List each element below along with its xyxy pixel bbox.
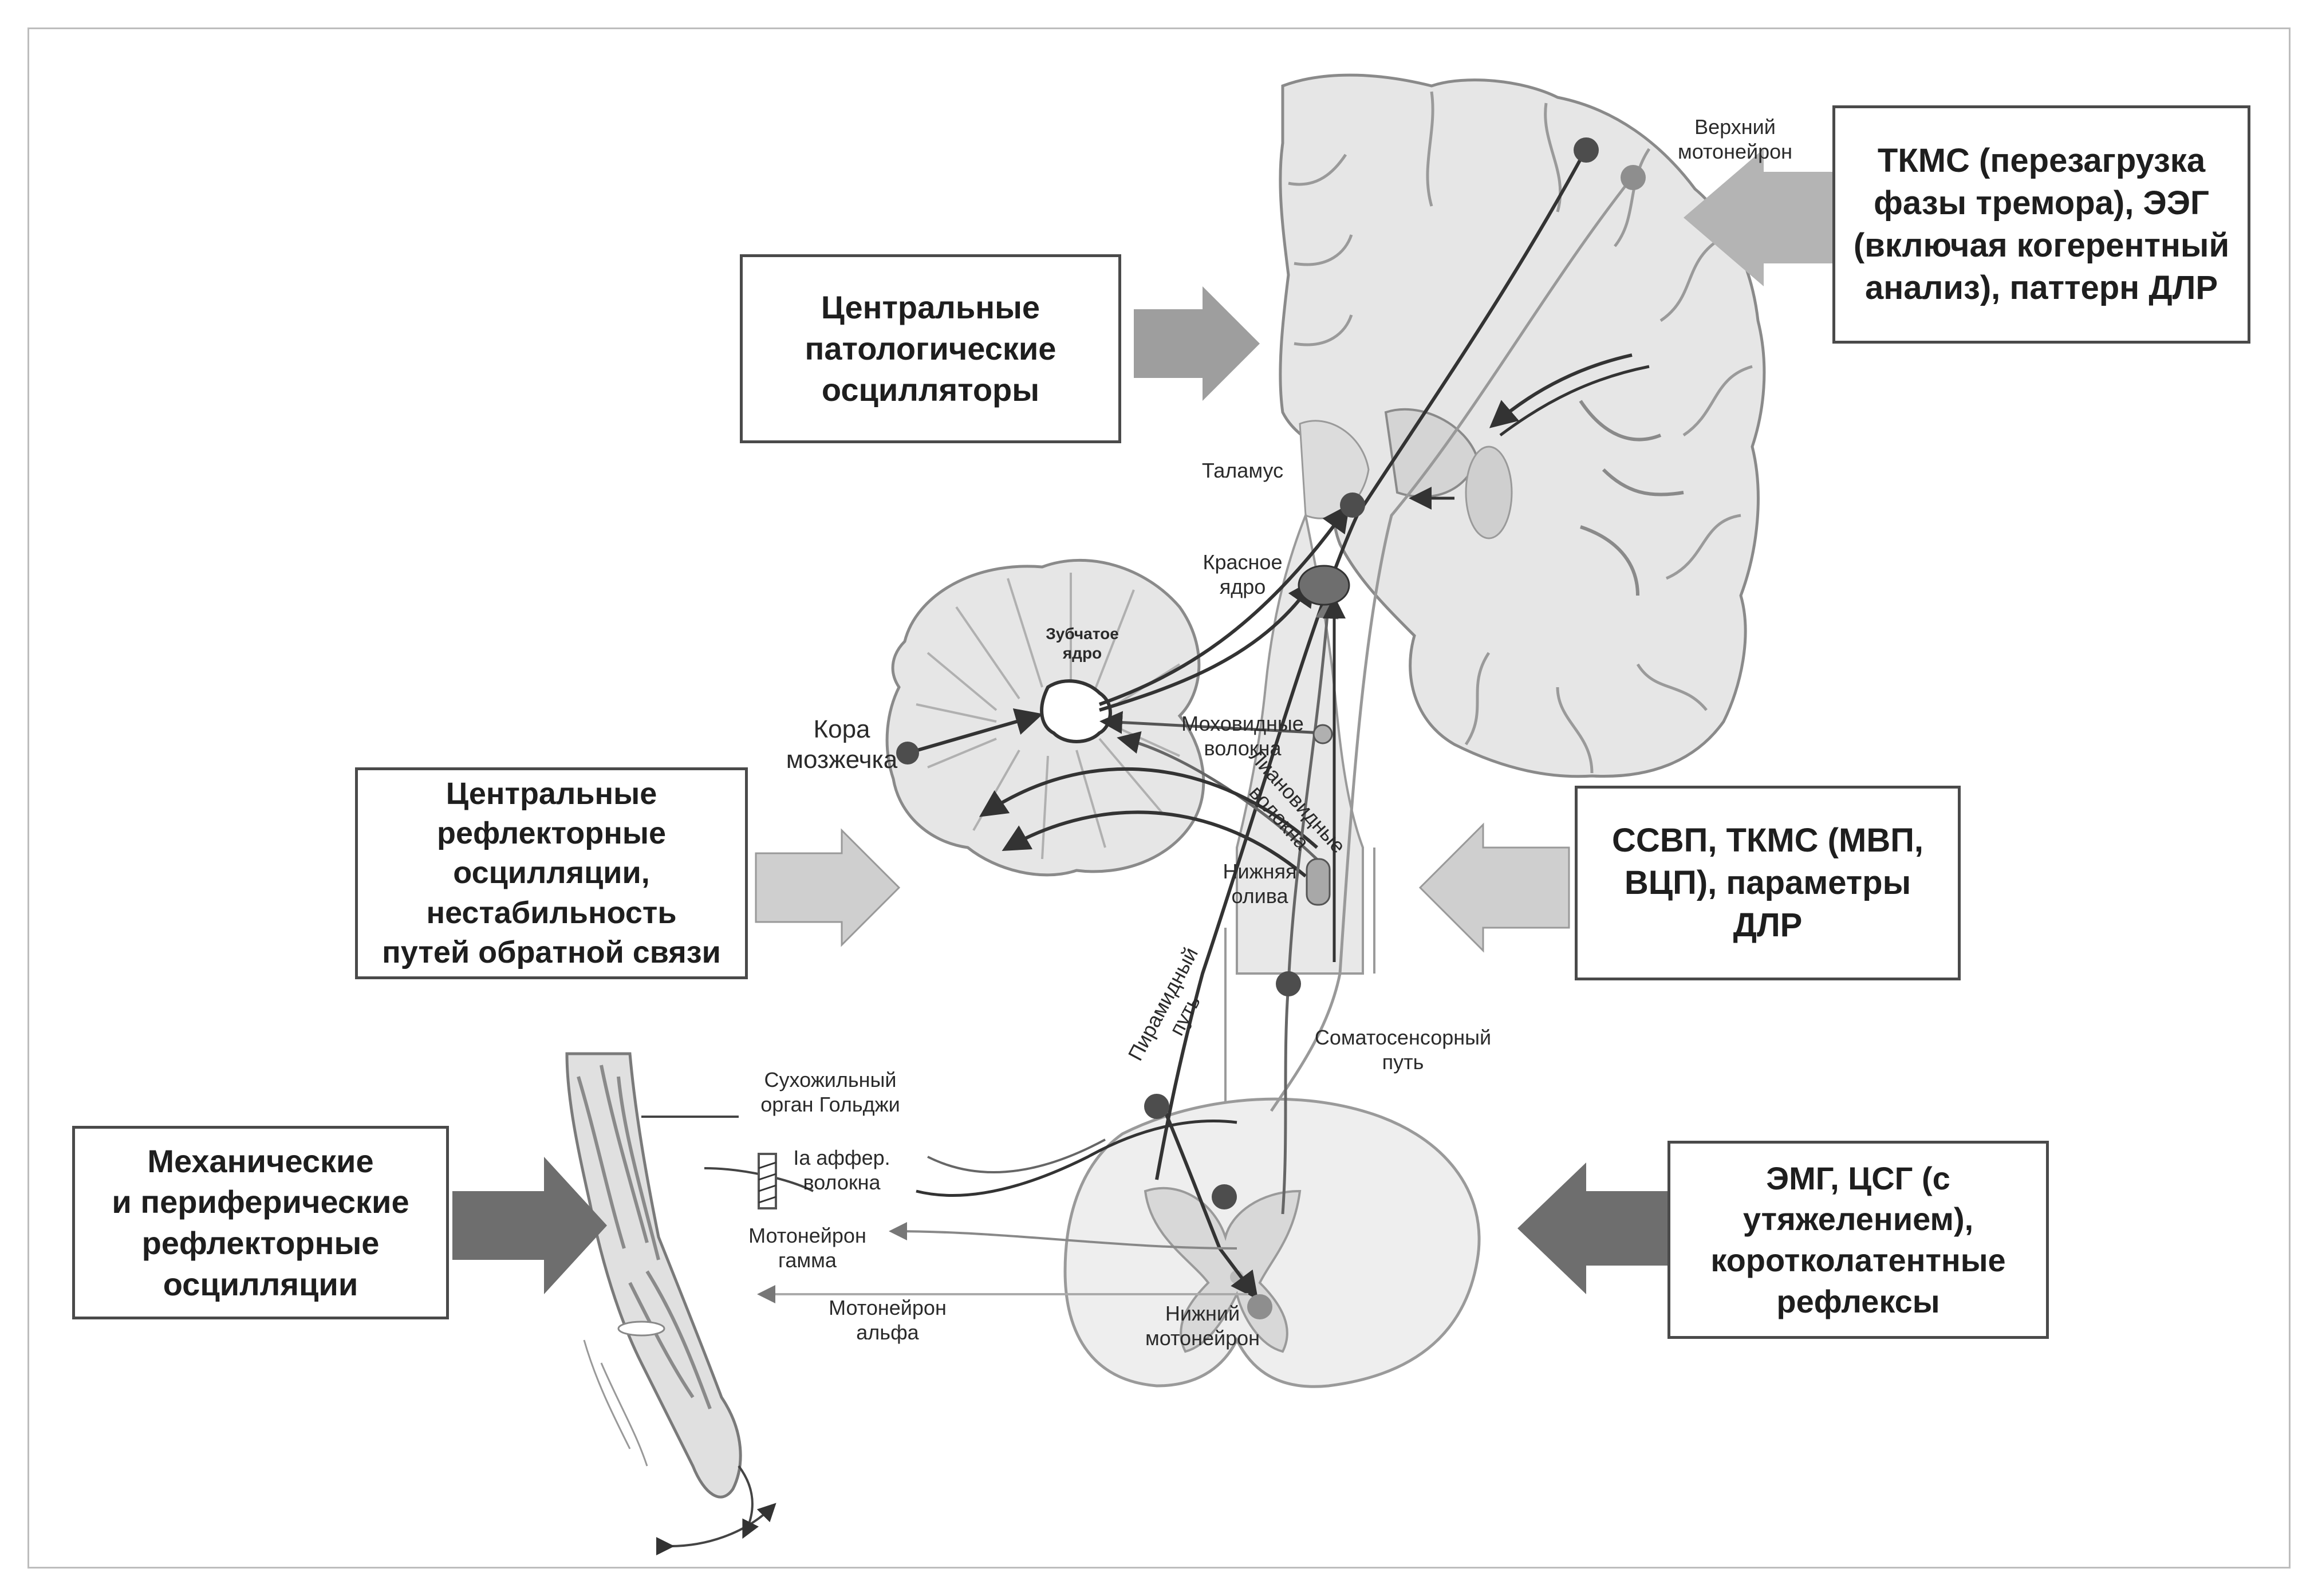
label-dentate-nucleus: Зубчатое ядро xyxy=(1031,624,1134,663)
red-nucleus-shape xyxy=(1299,566,1349,605)
box-emg-csg: ЭМГ, ЦСГ (с утяжелением), коротколатентн… xyxy=(1667,1141,2049,1339)
upper-motoneuron-light xyxy=(1621,165,1646,190)
pyramidal-neuron-low xyxy=(1144,1094,1169,1119)
arrow-ssvp-tkms xyxy=(1420,825,1569,951)
arrow-central-reflex xyxy=(756,830,899,945)
label-gamma-motoneuron: Мотонейрон гамма xyxy=(727,1223,888,1272)
label-lower-motoneuron: Нижний мотонейрон xyxy=(1122,1301,1283,1350)
box-mechanical-peripheral: Механические и периферические рефлекторн… xyxy=(72,1126,449,1319)
label-upper-motoneuron: Верхний мотонейрон xyxy=(1649,115,1821,164)
label-cerebellar-cortex: Кора мозжечка xyxy=(779,715,905,775)
label-inferior-olive: Нижняя олива xyxy=(1208,859,1311,908)
thalamus-neuron xyxy=(1340,492,1365,518)
somatosensory-neuron xyxy=(1276,971,1301,996)
arrow-central-pathological xyxy=(1134,286,1260,401)
cerebral-hemisphere xyxy=(1280,75,1764,777)
label-golgi-organ: Сухожильный орган Гольджи xyxy=(722,1067,939,1117)
spinal-interneuron xyxy=(1212,1184,1237,1209)
label-thalamus: Таламус xyxy=(1180,458,1306,483)
box-tkms-eeg: ТКМС (перезагрузка фазы тремора), ЭЭГ (в… xyxy=(1832,105,2250,344)
label-ia-afferent: Ia аффер. волокна xyxy=(779,1145,905,1195)
arm-illustration xyxy=(567,1054,773,1546)
upper-motoneuron-dark xyxy=(1574,137,1599,163)
label-somatosensory-tract: Соматосенсорный путь xyxy=(1283,1025,1523,1074)
arrow-emg-csg xyxy=(1517,1162,1672,1294)
box-central-pathological-oscillators: Центральные патологические осцилляторы xyxy=(740,254,1121,443)
cerebellum xyxy=(887,560,1204,874)
box-ssvp-tkms: ССВП, ТКМС (МВП, ВЦП), параметры ДЛР xyxy=(1575,786,1961,980)
box-central-reflex-oscillations: Центральные рефлекторные осцилляции, нес… xyxy=(355,767,748,979)
label-alpha-motoneuron: Мотонейрон альфа xyxy=(807,1295,968,1345)
label-red-nucleus: Красное ядро xyxy=(1180,550,1306,599)
